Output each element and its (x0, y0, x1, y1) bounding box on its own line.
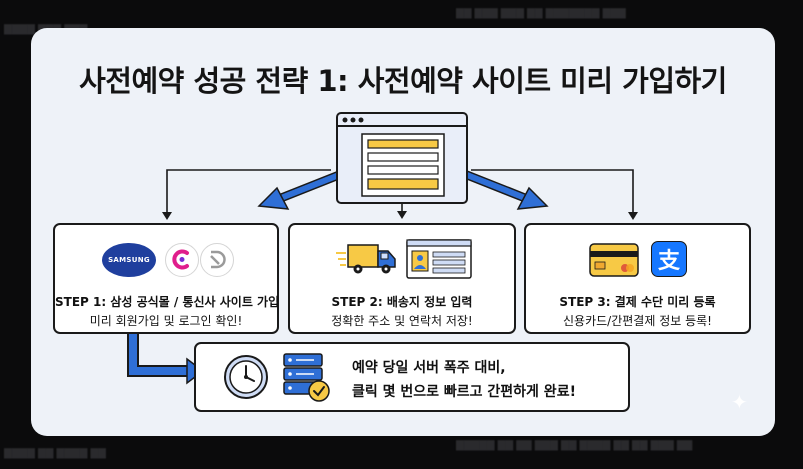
step-2-title: STEP 2: 배송지 정보 입력 (331, 295, 473, 309)
server-check-icon (283, 353, 330, 402)
blue-arrow-right (462, 170, 549, 210)
delivery-truck-icon (336, 244, 396, 274)
infographic-card: 사전예약 성공 전략 1: 사전예약 사이트 미리 가입하기 (31, 28, 775, 436)
background-text: ▇▇▇▇▇ ▇▇ ▇▇ ▇▇▇ ▇▇ ▇▇▇▇ ▇▇ ▇▇ ▇▇▇ ▇▇ (456, 440, 693, 451)
summary-line-2: 클릭 몇 번으로 빠르고 간편하게 완료! (352, 384, 576, 400)
clock-icon (224, 355, 268, 399)
carrier-logo-c (165, 243, 199, 277)
step-1-box: SAMSUNG STEP 1: 삼성 공식몰 / 통신사 사이트 가입 미리 회… (53, 223, 279, 334)
summary-line-1: 예약 당일 서버 폭주 대비, (352, 360, 506, 376)
step-1-title: STEP 1: 삼성 공식몰 / 통신사 사이트 가입 (55, 295, 280, 309)
carrier-logo-d (200, 243, 234, 277)
blue-arrow-bottom (127, 330, 205, 385)
samsung-logo: SAMSUNG (102, 243, 156, 277)
step-3-box: 支 STEP 3: 결제 수단 미리 등록 신용카드/간편결제 정보 등록! (524, 223, 751, 334)
step-3-title: STEP 3: 결제 수단 미리 등록 (559, 295, 716, 309)
browser-window-icon (336, 112, 468, 204)
background-text: ▇▇▇▇ ▇▇ ▇▇▇▇ ▇▇ (4, 448, 106, 459)
blue-arrow-left (257, 170, 344, 210)
background-text: ▇▇ ▇▇▇ ▇▇▇ ▇▇ ▇▇▇▇▇▇▇ ▇▇▇ (456, 8, 626, 19)
step-2-desc: 정확한 주소 및 연락처 저장! (331, 314, 473, 328)
step-1-desc: 미리 회원가입 및 로그인 확인! (89, 314, 243, 328)
sparkle-icon: ✦ (731, 390, 748, 414)
payment-app-icon: 支 (651, 241, 687, 277)
summary-box: 예약 당일 서버 폭주 대비, 클릭 몇 번으로 빠르고 간편하게 완료! (194, 342, 630, 412)
step-3-desc: 신용카드/간편결제 정보 등록! (563, 314, 712, 328)
connector-arrows (127, 169, 638, 385)
credit-card-icon (589, 243, 639, 277)
step-2-box: STEP 2: 배송지 정보 입력 정확한 주소 및 연락처 저장! (288, 223, 516, 334)
address-card-icon (406, 239, 472, 279)
infographic-title: 사전예약 성공 전략 1: 사전예약 사이트 미리 가입하기 (79, 64, 727, 98)
